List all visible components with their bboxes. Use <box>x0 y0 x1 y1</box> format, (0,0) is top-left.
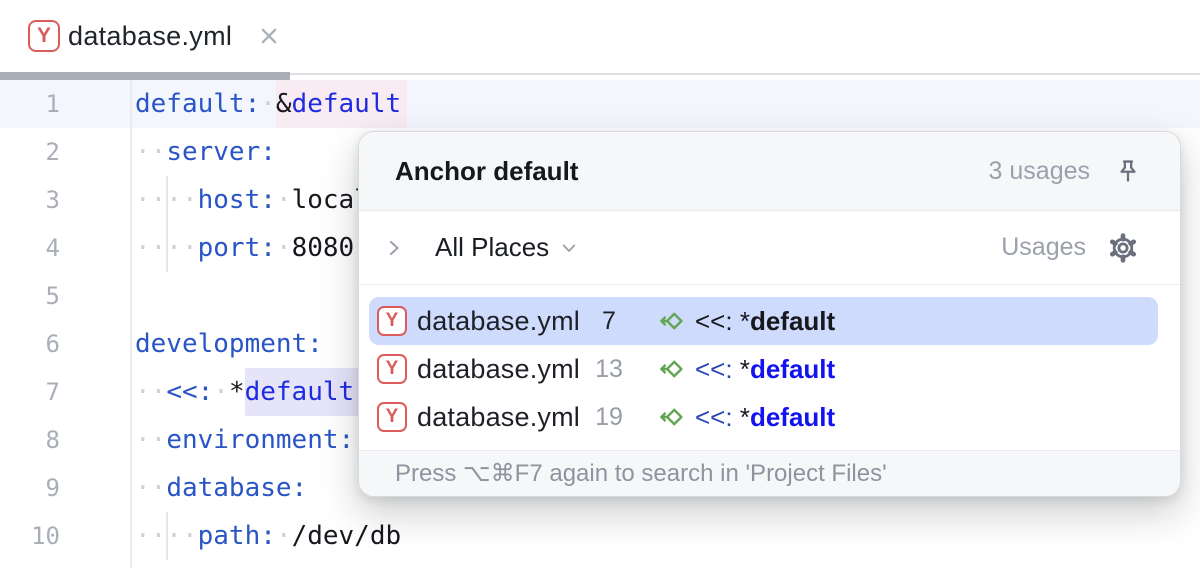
yaml-file-icon: Y <box>377 354 407 384</box>
usage-file-name: database.yml <box>417 353 580 384</box>
code-line[interactable]: 7 ··<<:·*default <box>0 368 1200 416</box>
usage-line-number: 7 <box>602 306 616 335</box>
yaml-file-icon: Y <box>28 20 60 52</box>
indent-guide <box>166 512 168 560</box>
code-text: ··database: <box>135 473 308 503</box>
read-access-icon <box>660 312 683 330</box>
usage-code-preview: <<: *default <box>695 353 836 384</box>
line-number[interactable]: 10 <box>31 522 60 550</box>
line-number[interactable]: 7 <box>45 378 60 406</box>
code-text: ··server: <box>135 137 276 167</box>
code-text: development: <box>135 329 323 359</box>
usage-line-number: 19 <box>595 402 623 431</box>
scope-selector[interactable]: All Places <box>435 232 550 262</box>
code-line[interactable]: 8 ··environment: <box>0 416 1200 464</box>
usage-file-name: database.yml <box>417 401 580 432</box>
indent-guide <box>166 176 168 272</box>
chevron-right-icon[interactable] <box>383 237 405 259</box>
read-access-icon <box>660 408 683 426</box>
popup-filter-row: All Places Usages <box>359 211 1180 285</box>
close-icon[interactable] <box>256 23 282 49</box>
code-line[interactable]: 2 ··server: <box>0 128 1200 176</box>
line-number[interactable]: 1 <box>45 90 60 118</box>
code-text: ··<<:·*default <box>135 368 361 416</box>
yaml-file-icon: Y <box>377 306 407 336</box>
code-text: default:·&default <box>135 80 408 128</box>
group-by-label: Usages <box>1001 233 1086 261</box>
read-access-icon <box>660 360 683 378</box>
usage-code-preview: <<: *default <box>695 401 836 432</box>
line-number[interactable]: 3 <box>45 186 60 214</box>
popup-header: Anchor default 3 usages <box>359 132 1180 211</box>
line-number[interactable]: 2 <box>45 138 60 166</box>
code-line[interactable]: 1 default:·&default <box>0 80 1200 128</box>
tab-title: database.yml <box>68 20 233 51</box>
find-usages-popup: Anchor default 3 usages All Places Usage… <box>358 131 1181 497</box>
usage-code-preview: <<: *default <box>695 305 836 336</box>
gear-icon[interactable] <box>1108 232 1138 263</box>
code-text: ··environment: <box>135 425 355 455</box>
code-line[interactable]: 10 ····path:·/dev/db <box>0 512 1200 560</box>
editor-tab-bar: Y database.yml <box>0 0 1200 72</box>
code-text: ····path:·/dev/db <box>135 521 402 551</box>
line-number[interactable]: 9 <box>45 474 60 502</box>
line-number[interactable]: 5 <box>45 282 60 310</box>
popup-footer-hint: Press ⌥⌘F7 again to search in 'Project F… <box>359 450 1180 496</box>
footer-hint-text: Press ⌥⌘F7 again to search in 'Project F… <box>395 460 887 487</box>
line-number[interactable]: 8 <box>45 426 60 454</box>
tab-bar-border <box>0 72 1200 80</box>
gutter-separator <box>130 80 132 568</box>
pin-icon[interactable] <box>1114 157 1142 185</box>
line-number[interactable]: 4 <box>45 234 60 262</box>
popup-title: Anchor default <box>395 155 579 186</box>
code-line[interactable]: 9 ··database: <box>0 464 1200 512</box>
code-line[interactable]: 5 <box>0 272 1200 320</box>
usage-file-name: database.yml <box>417 305 580 336</box>
tab-database-yml[interactable]: Y database.yml <box>0 0 304 72</box>
usage-count: 3 usages <box>988 156 1090 185</box>
yaml-file-icon: Y <box>377 402 407 432</box>
code-line[interactable]: 6 development: <box>0 320 1200 368</box>
line-number[interactable]: 6 <box>45 330 60 358</box>
chevron-down-icon[interactable] <box>559 238 579 258</box>
active-tab-indicator <box>0 72 290 80</box>
usage-line-number: 13 <box>595 354 623 383</box>
